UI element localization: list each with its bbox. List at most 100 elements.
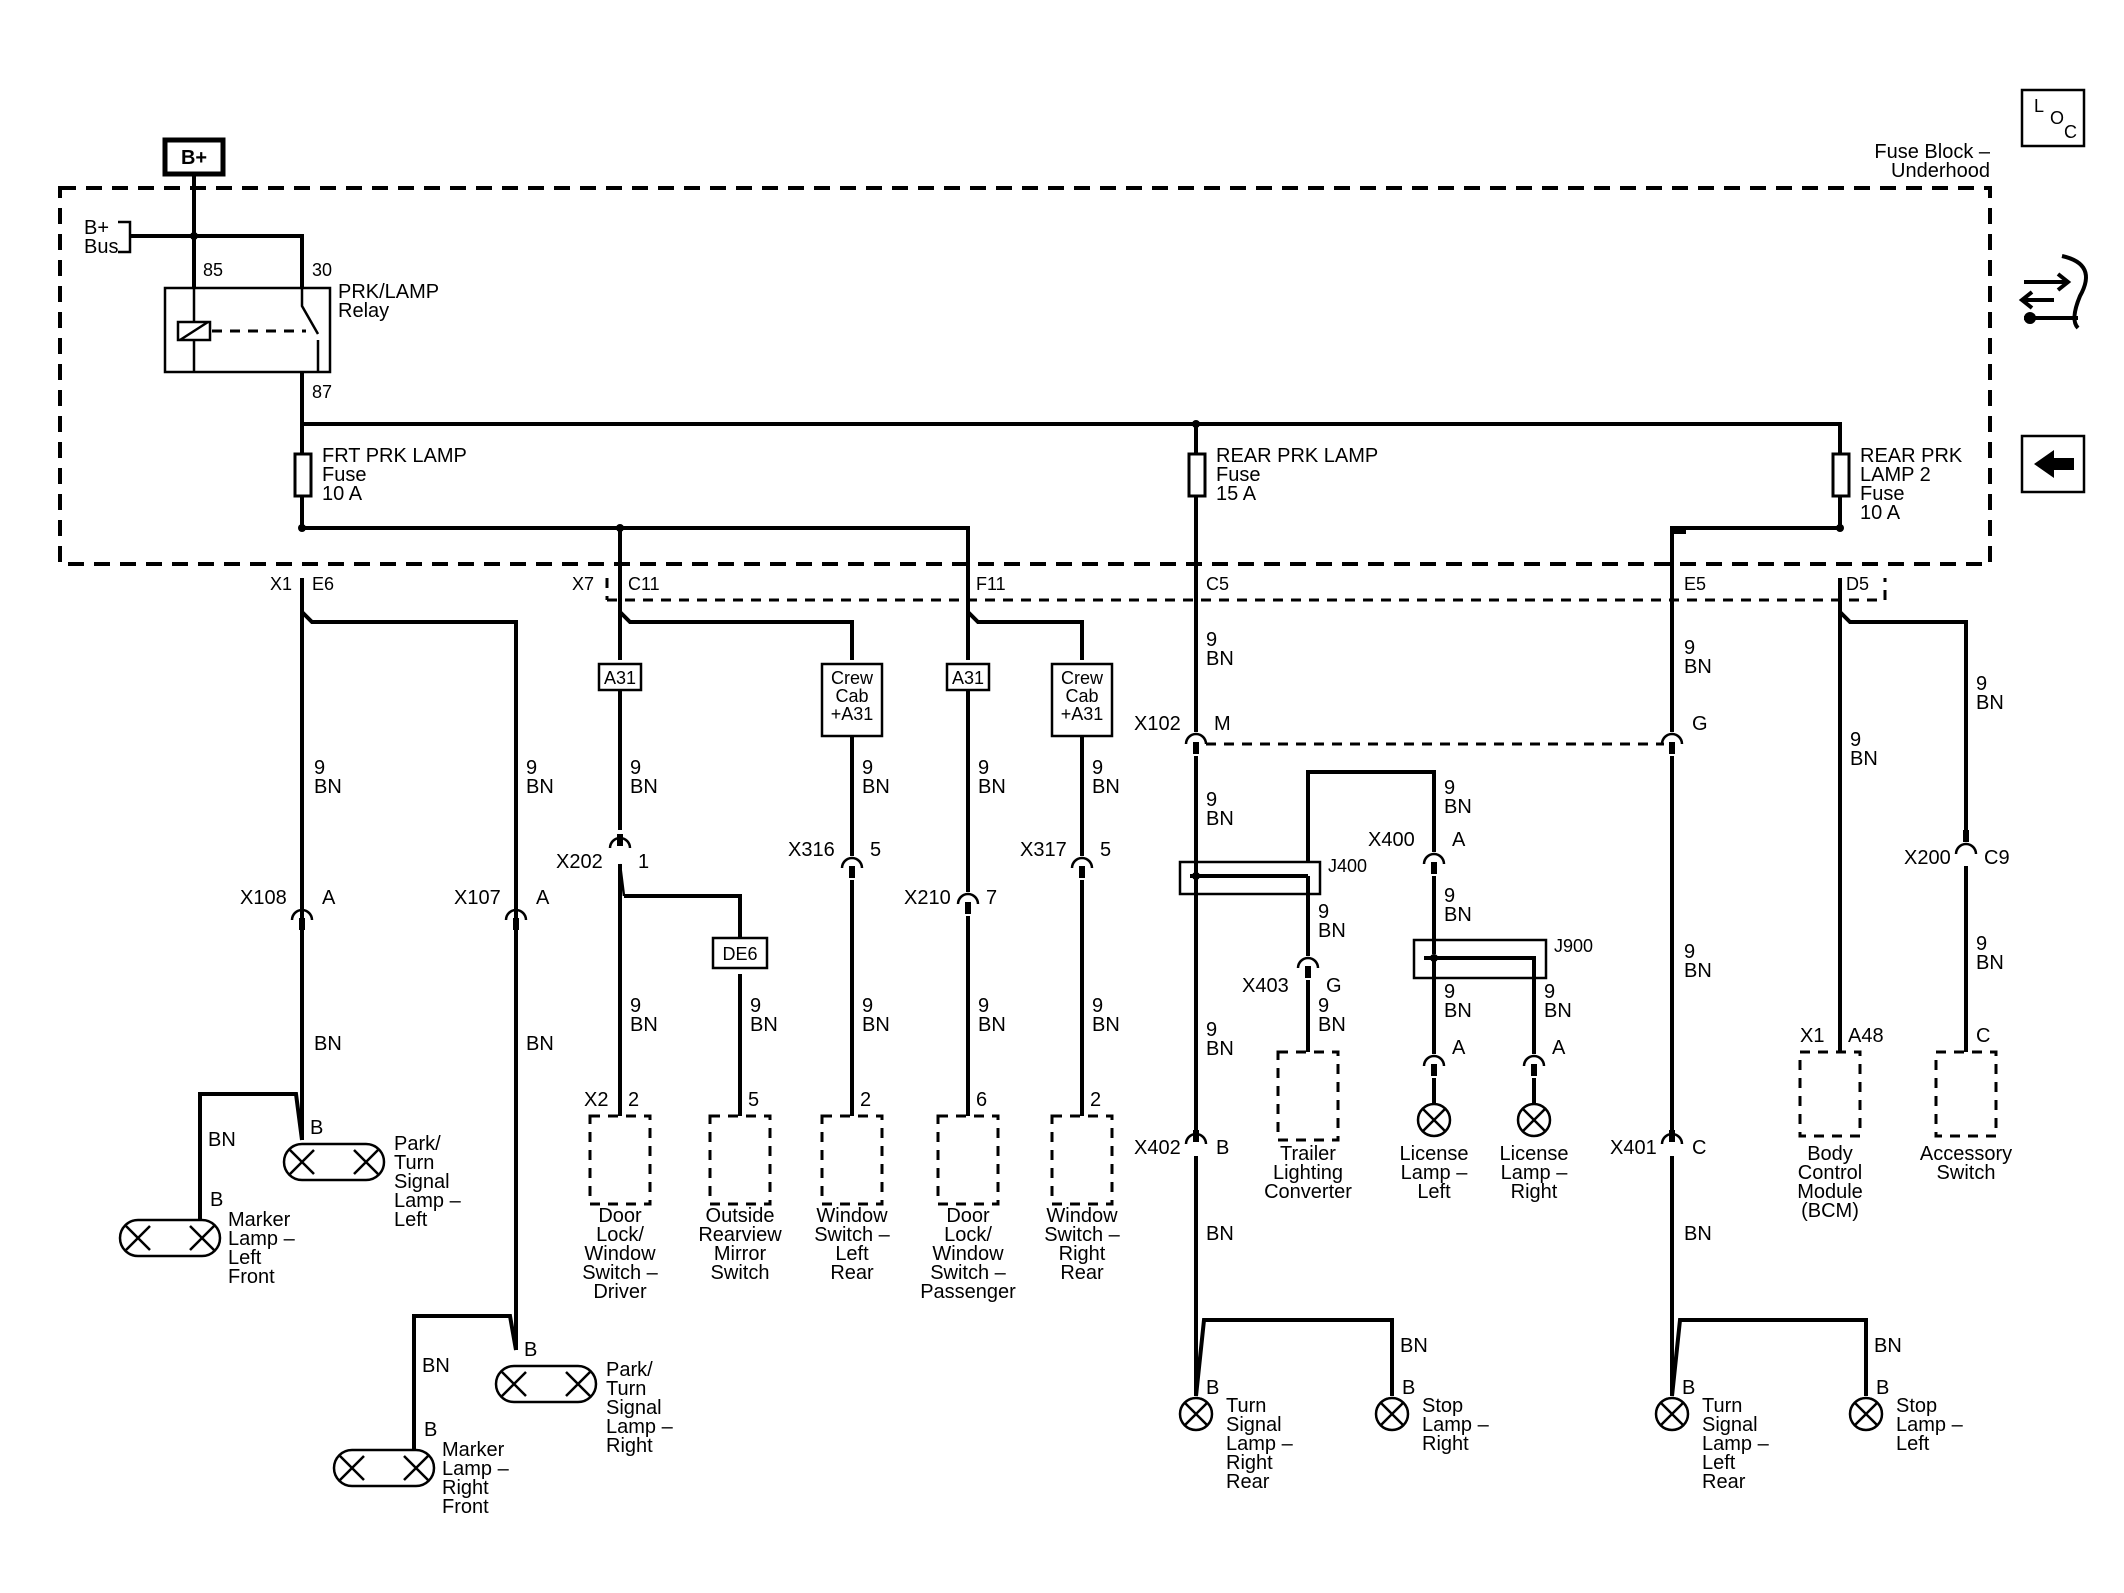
pin-c5: C5: [1206, 574, 1229, 594]
pin-e5: E5: [1684, 574, 1706, 594]
turn-lr-pin: B: [1682, 1377, 1695, 1399]
svg-text:X202: X202: [556, 851, 603, 873]
node-frt: [298, 524, 306, 532]
pin-d5: D5: [1846, 574, 1869, 594]
pin-x7: X7: [572, 574, 594, 594]
door-pass-pin: 6: [976, 1089, 987, 1111]
door-lock-switch-driver: [588, 1114, 652, 1206]
x401-bn: BN: [1684, 1223, 1712, 1245]
svg-text:1: 1: [638, 851, 649, 873]
svg-text:A31: A31: [952, 668, 984, 688]
svg-text:X102: X102: [1134, 713, 1181, 735]
connector-x401: X401 C: [1610, 1130, 1706, 1159]
connector-x317: X317 5: [1020, 839, 1111, 878]
loc-l: L: [2034, 96, 2044, 116]
svg-text:X107: X107: [454, 887, 501, 909]
stop-lamp-left: [1848, 1396, 1884, 1432]
wire-col4: [618, 610, 854, 1116]
fuse-rear2: [1831, 452, 1851, 498]
svg-text:A: A: [322, 887, 336, 909]
mirror-pin: 5: [748, 1089, 759, 1111]
turn-rr-pin: B: [1206, 1377, 1219, 1399]
x402-bn: BN: [1206, 1223, 1234, 1245]
park-turn-lamp-right: [494, 1364, 598, 1404]
back-arrow-icon[interactable]: [2020, 434, 2086, 494]
connector-x200: X200 C9: [1904, 830, 2010, 869]
svg-text:X200: X200: [1904, 847, 1951, 869]
window-switch-left-rear: [820, 1114, 884, 1206]
frt-fuse-out: [300, 496, 970, 578]
connector-x102-g: G: [1660, 713, 1708, 754]
connector-x403: X403 G: [1242, 956, 1342, 997]
door-driver-pin: 2: [628, 1089, 639, 1111]
svg-text:DE6: DE6: [722, 944, 757, 964]
connector-x316: X316 5: [788, 839, 881, 878]
stop-lamp-right: [1374, 1396, 1410, 1432]
door-driver-conn: X2: [584, 1089, 608, 1111]
j400-label: J400: [1328, 856, 1367, 876]
j400-node: [1192, 872, 1200, 880]
svg-text:G: G: [1692, 713, 1708, 735]
wire-marker-left: [198, 1092, 304, 1220]
mirror-switch: [708, 1114, 772, 1206]
fuse-block-label: Fuse Block –Underhood: [1874, 141, 1990, 182]
wire-rear-right: [1194, 1318, 1394, 1397]
connector-icon[interactable]: [2018, 254, 2088, 330]
acc-pin: C: [1976, 1025, 1990, 1047]
fuse-rear: [1187, 452, 1207, 498]
node-rear2: [1836, 524, 1844, 532]
loc-button[interactable]: L O C: [2020, 88, 2086, 148]
svg-text:7: 7: [986, 887, 997, 909]
svg-text:X317: X317: [1020, 839, 1067, 861]
bplus-label: B+: [181, 147, 207, 169]
fuse-frt: [293, 452, 313, 498]
relay-switch: [300, 288, 320, 372]
wire-d5-branch: [1838, 610, 1968, 1052]
marker-right-bn: BN: [422, 1355, 450, 1377]
svg-text:5: 5: [1100, 839, 1111, 861]
splice-j900: [1412, 938, 1548, 980]
wire-col6: [966, 610, 1084, 1116]
relay-box: [163, 286, 332, 374]
svg-text:A: A: [1452, 1037, 1466, 1059]
connector-x102: X102 M: [1134, 713, 1231, 754]
col2-bn: BN: [526, 1033, 554, 1055]
park-right-pin: B: [524, 1339, 537, 1361]
col1-bn: BN: [314, 1033, 342, 1055]
connector-lic-left: A: [1422, 1037, 1466, 1076]
svg-text:X108: X108: [240, 887, 287, 909]
turn-signal-lamp-left-rear: [1654, 1396, 1690, 1432]
marker-left-bn: BN: [208, 1129, 236, 1151]
window-switch-right-rear: [1050, 1114, 1114, 1206]
svg-text:X400: X400: [1368, 829, 1415, 851]
splice-j400: [1178, 860, 1322, 896]
